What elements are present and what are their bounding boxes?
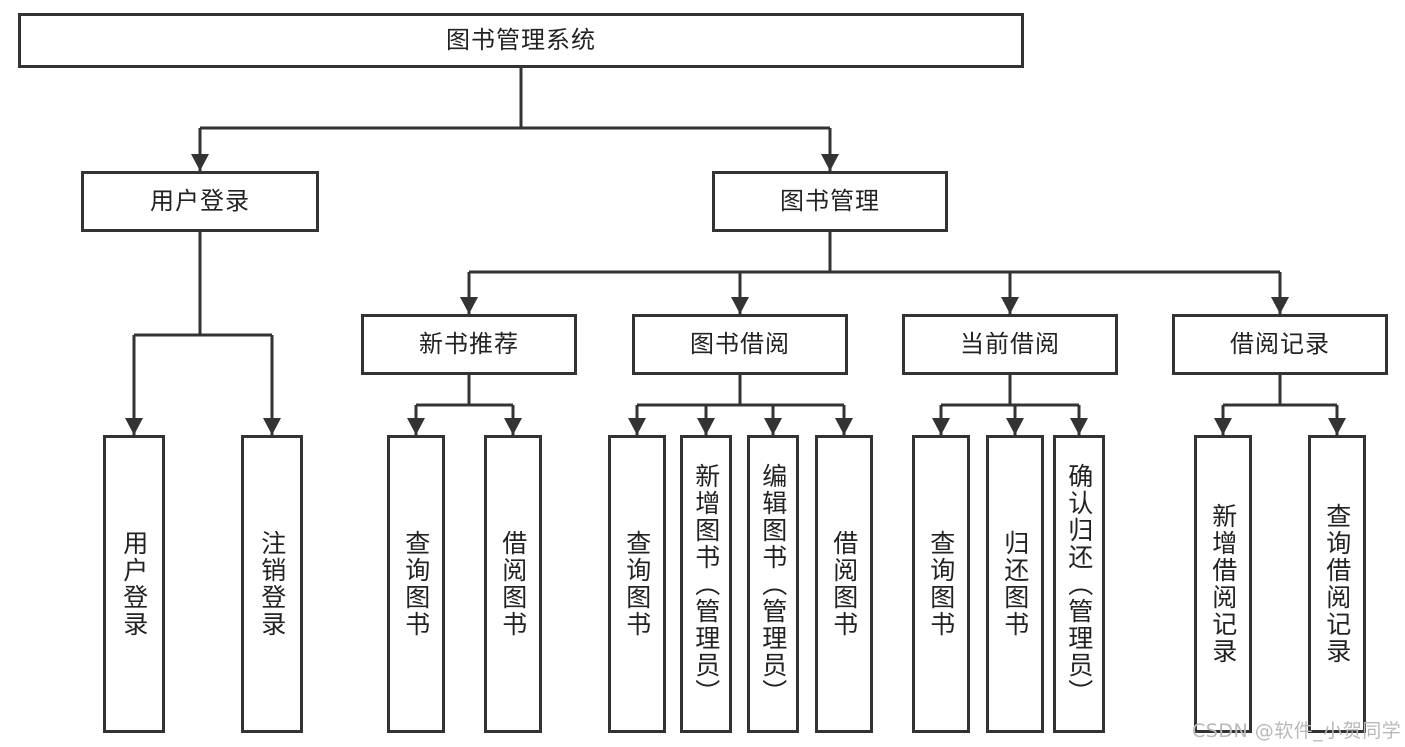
- node-label: 用户登录: [119, 530, 149, 638]
- node-leaf-user-login[interactable]: 用户登录: [103, 435, 165, 733]
- node-label: 图书管理系统: [446, 26, 596, 55]
- node-leaf-query-book-2[interactable]: 查询图书: [608, 435, 666, 733]
- node-leaf-return-book[interactable]: 归还图书: [986, 435, 1044, 733]
- node-label: 新增图书（管理员）: [691, 462, 721, 706]
- node-label: 新书推荐: [419, 330, 519, 359]
- node-label: 新增借阅记录: [1208, 503, 1238, 665]
- node-label: 用户登录: [150, 187, 250, 216]
- node-label: 借阅记录: [1230, 330, 1330, 359]
- node-label: 借阅图书: [829, 530, 859, 638]
- node-leaf-add-book[interactable]: 新增图书（管理员）: [680, 435, 732, 733]
- node-user-login[interactable]: 用户登录: [81, 171, 319, 232]
- node-leaf-borrow-book-1[interactable]: 借阅图书: [484, 435, 542, 733]
- node-label: 查询图书: [622, 530, 652, 638]
- watermark: CSDN @软件_小贺同学: [1192, 720, 1402, 742]
- node-label: 图书借阅: [690, 330, 790, 359]
- node-new-book-rec[interactable]: 新书推荐: [361, 314, 577, 375]
- node-label: 图书管理: [780, 187, 880, 216]
- node-label: 编辑图书（管理员）: [758, 462, 788, 706]
- node-label: 查询图书: [401, 530, 431, 638]
- node-label: 当前借阅: [960, 330, 1060, 359]
- node-leaf-query-book-3[interactable]: 查询图书: [912, 435, 970, 733]
- node-book-manage[interactable]: 图书管理: [712, 171, 948, 232]
- node-leaf-borrow-book-2[interactable]: 借阅图书: [815, 435, 873, 733]
- node-leaf-query-book-1[interactable]: 查询图书: [387, 435, 445, 733]
- node-leaf-user-logout[interactable]: 注销登录: [241, 435, 303, 733]
- node-label: 查询图书: [926, 530, 956, 638]
- node-label: 归还图书: [1000, 530, 1030, 638]
- node-leaf-confirm-return[interactable]: 确认归还（管理员）: [1053, 435, 1105, 733]
- node-label: 注销登录: [257, 530, 287, 638]
- node-borrow-record[interactable]: 借阅记录: [1172, 314, 1388, 375]
- node-leaf-query-record[interactable]: 查询借阅记录: [1308, 435, 1366, 733]
- node-leaf-add-record[interactable]: 新增借阅记录: [1194, 435, 1252, 733]
- node-book-borrow[interactable]: 图书借阅: [632, 314, 848, 375]
- node-current-borrow[interactable]: 当前借阅: [902, 314, 1118, 375]
- node-label: 借阅图书: [498, 530, 528, 638]
- node-root[interactable]: 图书管理系统: [18, 13, 1024, 68]
- node-label: 确认归还（管理员）: [1064, 462, 1094, 706]
- node-leaf-edit-book[interactable]: 编辑图书（管理员）: [747, 435, 799, 733]
- node-label: 查询借阅记录: [1322, 503, 1352, 665]
